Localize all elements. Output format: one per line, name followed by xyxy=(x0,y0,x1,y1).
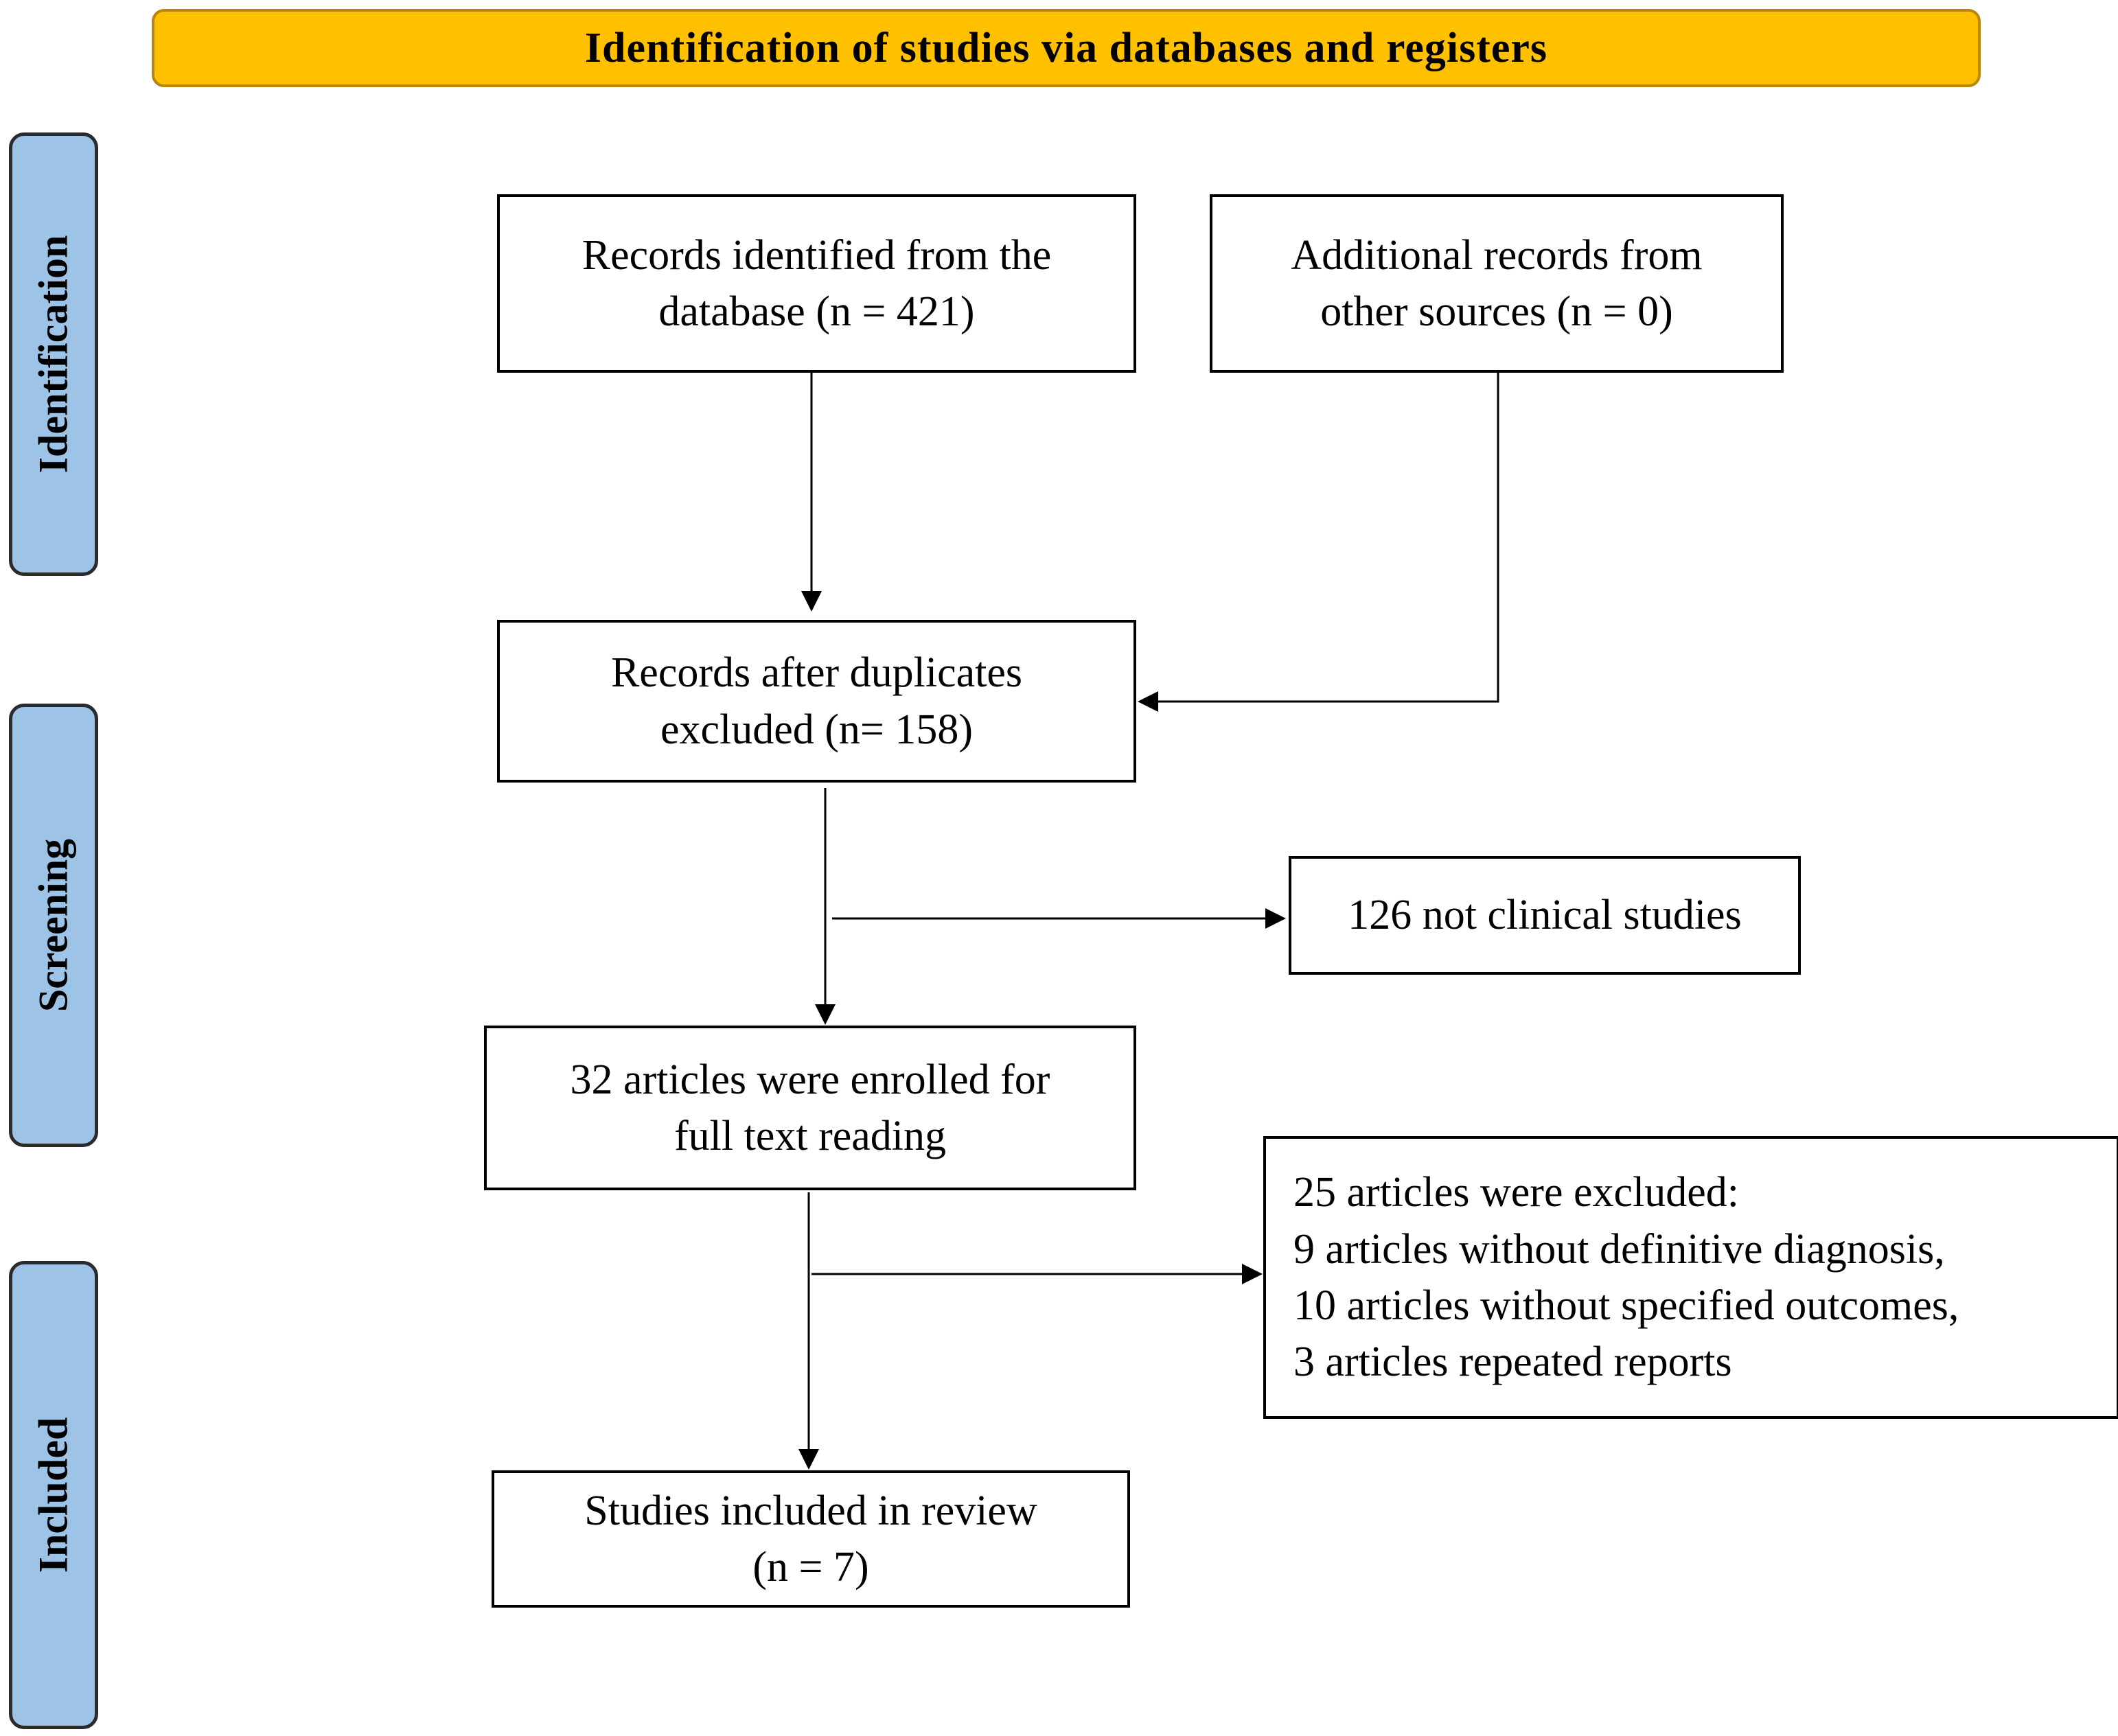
phase-identification: Identification xyxy=(9,132,98,576)
full-text-line-2: full text reading xyxy=(674,1113,946,1159)
box-excluded: 25 articles were excluded: 9 articles wi… xyxy=(1263,1136,2118,1419)
after-duplicates-line-2: excluded (n= 158) xyxy=(660,706,974,753)
records-identified-line-1: Records identified from the xyxy=(582,231,1052,279)
excluded-line-1: 25 articles were excluded: xyxy=(1293,1169,1739,1216)
records-identified-line-2: database (n = 421) xyxy=(658,288,975,335)
excluded-line-4: 3 articles repeated reports xyxy=(1293,1339,1732,1386)
box-included: Studies included in review (n = 7) xyxy=(492,1470,1130,1608)
excluded-line-2: 9 articles without definitive diagnosis, xyxy=(1293,1225,1945,1273)
included-line-2: (n = 7) xyxy=(752,1544,869,1590)
additional-records-line-2: other sources (n = 0) xyxy=(1320,288,1673,335)
full-text-line-1: 32 articles were enrolled for xyxy=(570,1056,1050,1103)
header-title: Identification of studies via databases … xyxy=(584,24,1548,71)
after-duplicates-line-1: Records after duplicates xyxy=(610,649,1023,697)
box-after-duplicates: Records after duplicates excluded (n= 15… xyxy=(497,620,1136,783)
phase-screening: Screening xyxy=(9,704,98,1147)
excluded-line-3: 10 articles without specified outcomes, xyxy=(1293,1282,1959,1329)
not-clinical-line-1: 126 not clinical studies xyxy=(1348,892,1742,939)
phase-included: Included xyxy=(9,1261,98,1729)
box-full-text: 32 articles were enrolled for full text … xyxy=(484,1026,1136,1190)
additional-records-line-1: Additional records from xyxy=(1291,231,1703,279)
included-line-1: Studies included in review xyxy=(584,1487,1037,1534)
header-banner: Identification of studies via databases … xyxy=(152,9,1981,87)
box-not-clinical: 126 not clinical studies xyxy=(1289,856,1801,975)
arrow-additional-to-deduplicated xyxy=(1138,373,1499,712)
box-records-identified: Records identified from the database (n … xyxy=(497,194,1136,373)
box-additional-records: Additional records from other sources (n… xyxy=(1210,194,1784,373)
